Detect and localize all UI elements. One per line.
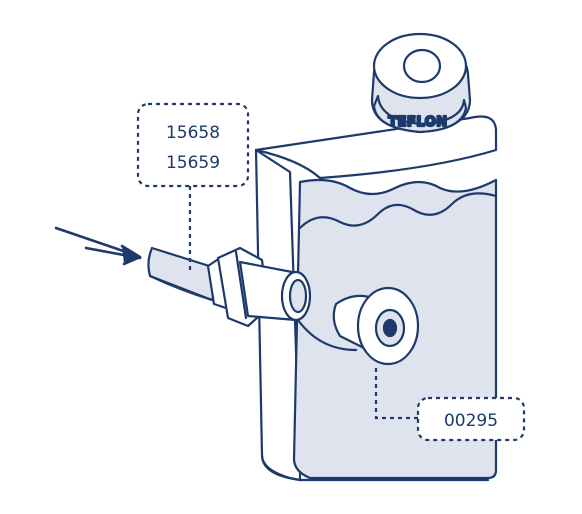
callout-box <box>136 102 250 188</box>
callout-part-number: 15659 <box>166 153 220 173</box>
callout-hose-parts: 15658 15659 <box>136 102 250 272</box>
callout-leader <box>374 368 418 420</box>
hose <box>147 246 224 302</box>
callout-box <box>416 396 526 442</box>
callout-outlet-part: 00295 <box>374 368 526 442</box>
tape-label: TEFLON <box>388 115 447 130</box>
tank-top-lip <box>254 115 498 180</box>
callout-part-number: 15658 <box>166 123 220 143</box>
flow-arrow-icon <box>54 226 142 266</box>
hose-connector <box>206 246 358 352</box>
tank-bottom-edge <box>260 453 490 482</box>
teflon-tape-roll-icon: TEFLON <box>370 32 472 134</box>
tape-strip <box>372 94 468 134</box>
tape-roll-hole <box>402 48 442 84</box>
outlet-fitting <box>332 286 420 366</box>
water-line <box>298 192 498 230</box>
callout-part-number: 00295 <box>444 411 498 431</box>
